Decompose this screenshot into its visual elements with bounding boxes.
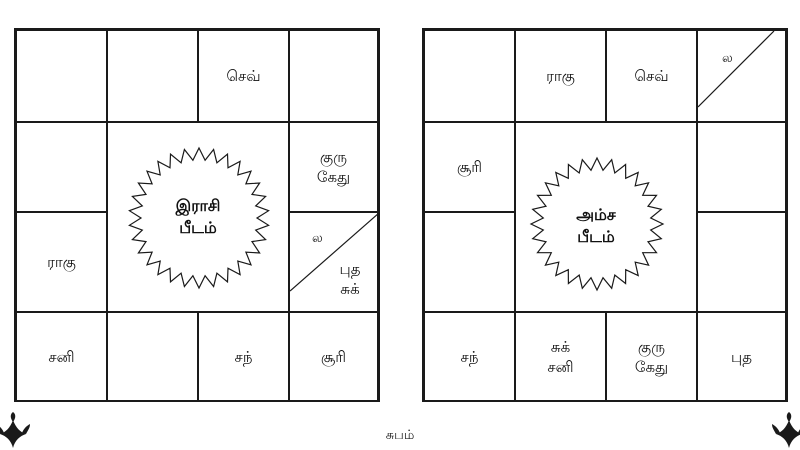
starburst-icon xyxy=(128,146,270,290)
rasi-house-r1c0 xyxy=(16,122,107,212)
planet-label: செவ் xyxy=(634,67,669,85)
amsa-house-r0c0 xyxy=(424,30,515,122)
rasi-house-r0c0 xyxy=(16,30,107,122)
chart-title-line2: பீடம் xyxy=(179,218,217,237)
amsa-house-r2c0 xyxy=(424,212,515,312)
amsa-house-r1c0: சூரி xyxy=(424,122,515,212)
amsa-house-r3c1: சுக் சனி xyxy=(515,312,606,402)
planet-label: கேது xyxy=(316,168,351,186)
planet-label: புத xyxy=(731,348,752,366)
amsa-house-r0c3-lagna: ல xyxy=(697,30,786,122)
lagna-divider-line xyxy=(290,213,379,292)
rasi-house-r2c0: ராகு xyxy=(16,212,107,312)
starburst-icon xyxy=(529,156,665,292)
rasi-house-r0c1 xyxy=(107,30,198,122)
planet-label: சூரி xyxy=(320,348,347,366)
amsa-house-r3c3: புத xyxy=(697,312,786,402)
amsa-house-r3c2: குரு கேது xyxy=(606,312,697,402)
rasi-house-r0c2: செவ் xyxy=(198,30,289,122)
chart-title-line2: பீடம் xyxy=(577,227,615,247)
amsa-chart: ராகு செவ் ல சூரி சந் சுக் சனி குரு கேது … xyxy=(422,28,788,402)
amsa-house-r3c0: சந் xyxy=(424,312,515,402)
footer-text: சுபம் xyxy=(385,428,415,443)
chart-title: அம்ச பீடம் xyxy=(496,204,696,248)
split-planet-group: புத சுக் xyxy=(328,259,372,299)
chart-title-line1: அம்ச xyxy=(576,205,616,225)
chart-title-line1: இராசி xyxy=(175,196,221,215)
chart-title: இராசி பீடம் xyxy=(108,195,288,239)
amsa-house-r0c1: ராகு xyxy=(515,30,606,122)
planet-label: செவ் xyxy=(226,67,261,85)
planet-label: சந் xyxy=(460,348,479,366)
lagna-marker: ல xyxy=(722,51,733,66)
planet-label: சனி xyxy=(547,358,574,376)
amsa-house-r2c3 xyxy=(697,212,786,312)
planet-label: சுக் xyxy=(340,280,360,298)
rasi-house-r0c3 xyxy=(289,30,378,122)
planet-label: புத xyxy=(339,260,361,278)
planet-label: சூரி xyxy=(456,158,483,176)
planet-label: கேது xyxy=(634,358,669,376)
planet-label: சந் xyxy=(234,348,253,366)
rasi-house-r3c0: சனி xyxy=(16,312,107,402)
rasi-house-r2c3-lagna: ல புத சுக் xyxy=(289,212,379,312)
planet-label: ராகு xyxy=(546,67,575,85)
rasi-house-r3c3: சூரி xyxy=(289,312,378,402)
flower-ornament-icon xyxy=(772,412,800,448)
planet-label: சனி xyxy=(48,348,75,366)
amsa-house-r0c2: செவ் xyxy=(606,30,697,122)
planet-label: குரு xyxy=(637,338,666,356)
rasi-house-r3c1 xyxy=(107,312,198,402)
planet-label: ராகு xyxy=(47,253,76,271)
amsa-center-panel: அம்ச பீடம் xyxy=(515,122,697,312)
rasi-center-panel: இராசி பீடம் xyxy=(107,122,289,312)
rasi-house-r3c2: சந் xyxy=(198,312,289,402)
lagna-divider-line xyxy=(698,31,775,108)
flower-ornament-icon xyxy=(0,412,30,448)
planet-label: சுக் xyxy=(550,338,571,356)
rasi-chart: செவ் குரு கேது ராகு ல புத சுக் சனி சந் ச… xyxy=(14,28,380,402)
rasi-house-r1c3: குரு கேது xyxy=(289,122,378,212)
amsa-house-r1c3 xyxy=(697,122,786,212)
lagna-marker: ல xyxy=(312,231,323,246)
planet-label: குரு xyxy=(319,148,348,166)
